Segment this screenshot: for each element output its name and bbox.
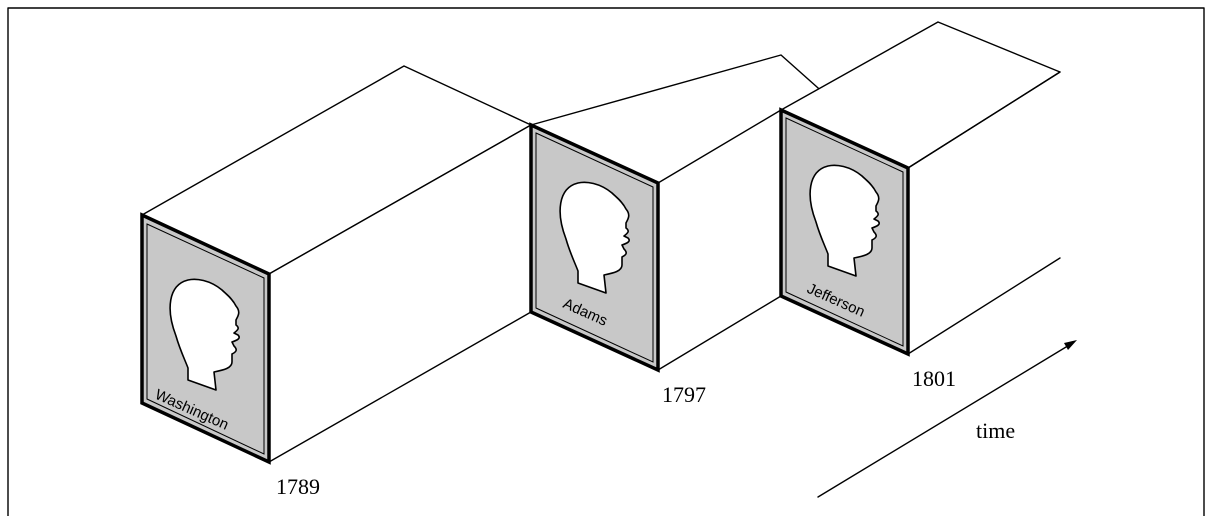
diagram-frame (7, 7, 1205, 516)
year-label-jefferson: 1801 (912, 366, 956, 391)
time-axis-label: time (976, 418, 1015, 443)
portrait-jefferson-inner-border (785, 117, 904, 347)
time-arrow (817, 340, 1077, 498)
year-label-washington: 1789 (276, 474, 320, 499)
time-arrow-head-icon (1064, 340, 1077, 350)
head-silhouette-icon (169, 278, 240, 391)
portrait-washington: Washington (140, 212, 271, 465)
head-silhouette-icon (559, 181, 630, 294)
head-silhouette-icon (809, 164, 880, 277)
time-arrow-shaft (817, 343, 1072, 498)
portrait-washington-inner-border (146, 223, 265, 455)
block-jefferson-upper-edge (907, 71, 1061, 169)
block-jefferson-lower-edge (907, 257, 1061, 355)
portrait-adams-inner-border (535, 132, 654, 363)
block-jefferson (780, 21, 1061, 355)
year-label-adams: 1797 (662, 382, 706, 407)
portrait-adams: Adams (529, 122, 660, 373)
